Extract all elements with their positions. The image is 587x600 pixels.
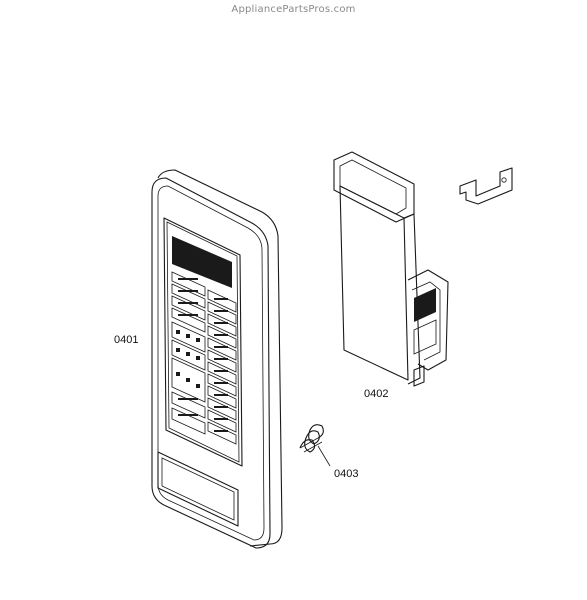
part-label-0403: 0403: [334, 468, 359, 480]
leader-line-0403: [317, 445, 331, 467]
watermark: AppliancePartsPros.com: [231, 4, 356, 15]
control-panel-part[interactable]: [151, 169, 283, 549]
circuit-board-part[interactable]: [333, 151, 449, 387]
part-label-0401: 0401: [114, 334, 139, 346]
part-label-0402: 0402: [364, 388, 389, 400]
mounting-bracket-part[interactable]: [459, 167, 513, 205]
spring-part[interactable]: [299, 424, 324, 453]
